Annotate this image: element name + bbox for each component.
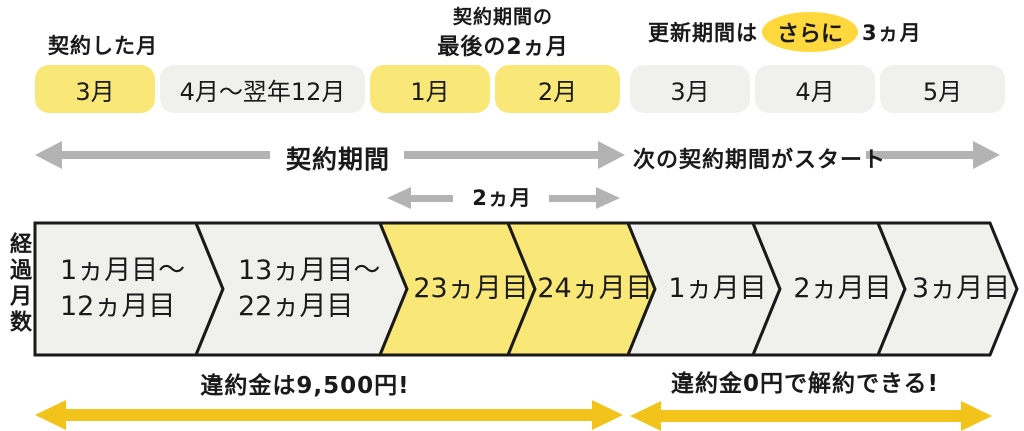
right-note: 更新期間は さらに 3ヵ月 <box>648 12 922 52</box>
chevron-label-ext-2: 2ヵ月目 <box>793 273 892 304</box>
chevron-label-1-12: 1ヵ月目〜 12ヵ月目 <box>60 255 186 322</box>
two-month-arrow-label: 2ヵ月 <box>472 186 532 210</box>
month-box-apr-to-dec: 4月〜翌年12月 <box>160 65 365 113</box>
bottom-right-label: 違約金0円で解約できる! <box>670 371 940 397</box>
bottom-left-label: 違約金は9,500円! <box>200 373 410 399</box>
chevron-row <box>33 221 1019 357</box>
right-note-after: 3ヵ月 <box>862 21 922 45</box>
month-box-april-ext: 4月 <box>755 65 875 113</box>
month-box-march-ext: 3月 <box>630 65 750 113</box>
start-month-note: 契約した月 <box>48 34 158 58</box>
chevron-label-ext-3: 3ヵ月目 <box>911 273 1011 304</box>
chevron-label-ext-1: 1ヵ月目 <box>668 273 767 304</box>
chevron-label-13-22: 13ヵ月目〜 22ヵ月目 <box>238 255 381 322</box>
month-box-may-ext: 5月 <box>880 65 1005 113</box>
free-cancel-range-arrow <box>630 401 992 431</box>
penalty-range-arrow <box>35 400 623 430</box>
vertical-axis-label: 経過月数 <box>6 232 31 336</box>
next-period-arrow-label: 次の契約期間がスタート <box>633 148 887 173</box>
period-arrow-label: 契約期間 <box>285 145 390 174</box>
mid-note-line2: 最後の2ヵ月 <box>437 35 569 60</box>
chevron-ext-month-3 <box>875 221 1019 357</box>
month-box-jan: 1月 <box>370 65 490 113</box>
month-box-feb: 2月 <box>495 65 620 113</box>
sarani-badge: さらに <box>762 12 858 52</box>
month-box-march-start: 3月 <box>35 65 155 113</box>
next-period-arrow <box>866 141 1000 169</box>
two-month-double-arrow <box>387 187 620 209</box>
mid-note: 契約期間の 最後の2ヵ月 <box>398 2 608 61</box>
period-double-arrow <box>35 141 625 169</box>
chevron-label-24: 24ヵ月目 <box>537 273 653 304</box>
chevron-label-23: 23ヵ月目 <box>413 273 529 304</box>
mid-note-line1: 契約期間の <box>452 6 553 28</box>
right-note-before: 更新期間は <box>648 21 758 45</box>
